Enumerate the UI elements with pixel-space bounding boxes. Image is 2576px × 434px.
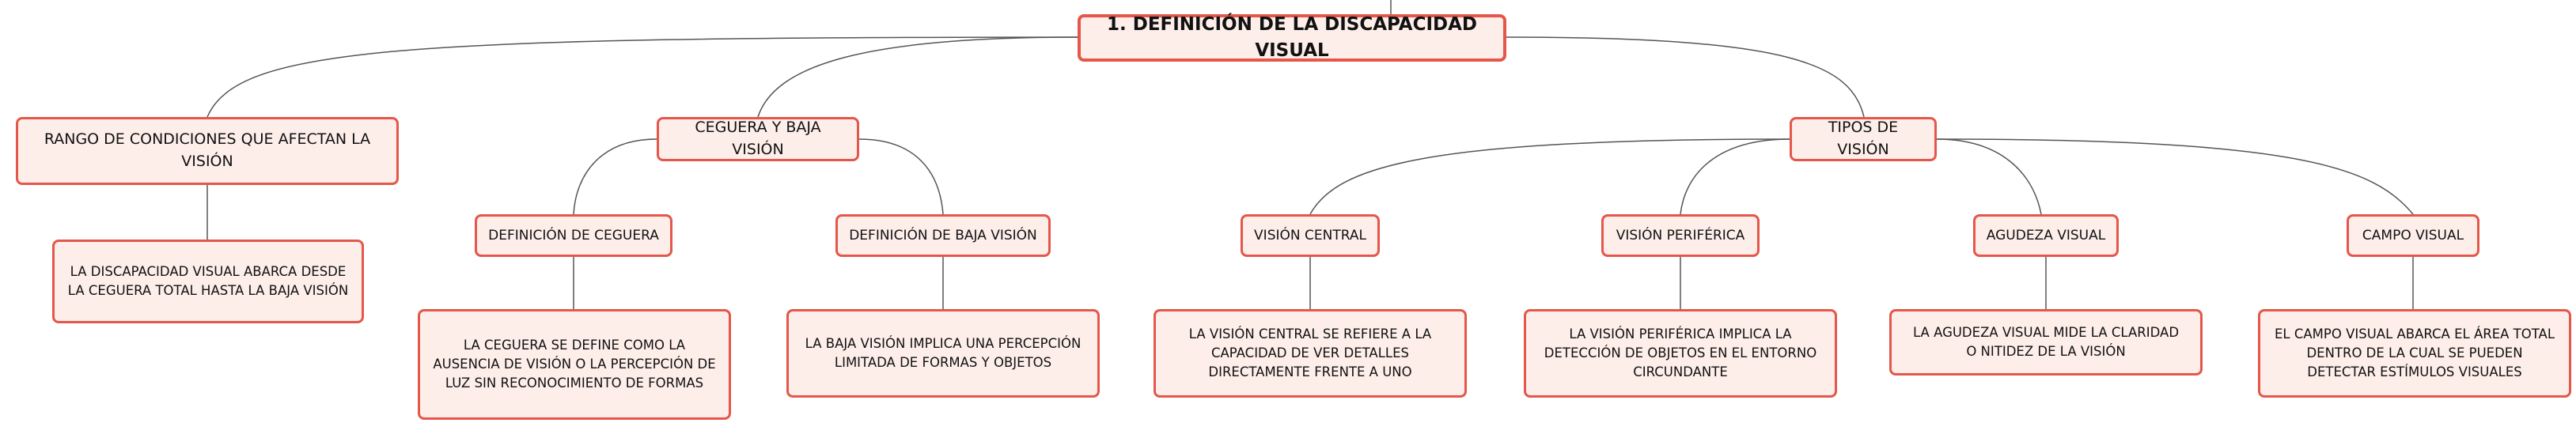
node-definicion-baja-vision[interactable]: DEFINICIÓN DE BAJA VISIÓN	[835, 214, 1051, 257]
branch-tipos-vision[interactable]: TIPOS DE VISIÓN	[1790, 117, 1937, 161]
node-vision-central[interactable]: VISIÓN CENTRAL	[1241, 214, 1380, 257]
node-definicion-ceguera[interactable]: DEFINICIÓN DE CEGUERA	[475, 214, 672, 257]
leaf-vision-central[interactable]: LA VISIÓN CENTRAL SE REFIERE A LA CAPACI…	[1154, 309, 1467, 398]
branch-rango-condiciones[interactable]: RANGO DE CONDICIONES QUE AFECTAN LA VISI…	[16, 117, 399, 185]
leaf-definicion-ceguera[interactable]: LA CEGUERA SE DEFINE COMO LA AUSENCIA DE…	[418, 309, 731, 420]
leaf-campo-visual[interactable]: EL CAMPO VISUAL ABARCA EL ÁREA TOTAL DEN…	[2258, 309, 2571, 398]
branch-ceguera-baja-vision[interactable]: CEGUERA Y BAJA VISIÓN	[657, 117, 859, 161]
connector-tipos-central	[1309, 138, 1790, 215]
connector-ceguera-baja	[858, 138, 944, 215]
connector-root-tipos	[1506, 36, 1865, 118]
node-campo-visual[interactable]: CAMPO VISUAL	[2347, 214, 2479, 257]
connector-tipos-campo	[1936, 138, 2414, 215]
connector-ceguera-def	[573, 138, 657, 215]
connector-root-rango	[206, 36, 1078, 118]
node-agudeza-visual[interactable]: AGUDEZA VISUAL	[1973, 214, 2119, 257]
leaf-agudeza-visual[interactable]: LA AGUDEZA VISUAL MIDE LA CLARIDAD O NIT…	[1889, 309, 2203, 376]
leaf-vision-periferica[interactable]: LA VISIÓN PERIFÉRICA IMPLICA LA DETECCIÓ…	[1524, 309, 1837, 398]
connector-tipos-periferica	[1680, 138, 1790, 215]
node-vision-periferica[interactable]: VISIÓN PERIFÉRICA	[1601, 214, 1760, 257]
root-node[interactable]: 1. DEFINICIÓN DE LA DISCAPACIDAD VISUAL	[1078, 14, 1506, 62]
connector-tipos-agudeza	[1936, 138, 2042, 215]
connector-root-ceguera	[757, 36, 1078, 118]
leaf-rango-condiciones[interactable]: LA DISCAPACIDAD VISUAL ABARCA DESDE LA C…	[52, 240, 364, 323]
leaf-definicion-baja-vision[interactable]: LA BAJA VISIÓN IMPLICA UNA PERCEPCIÓN LI…	[786, 309, 1100, 398]
